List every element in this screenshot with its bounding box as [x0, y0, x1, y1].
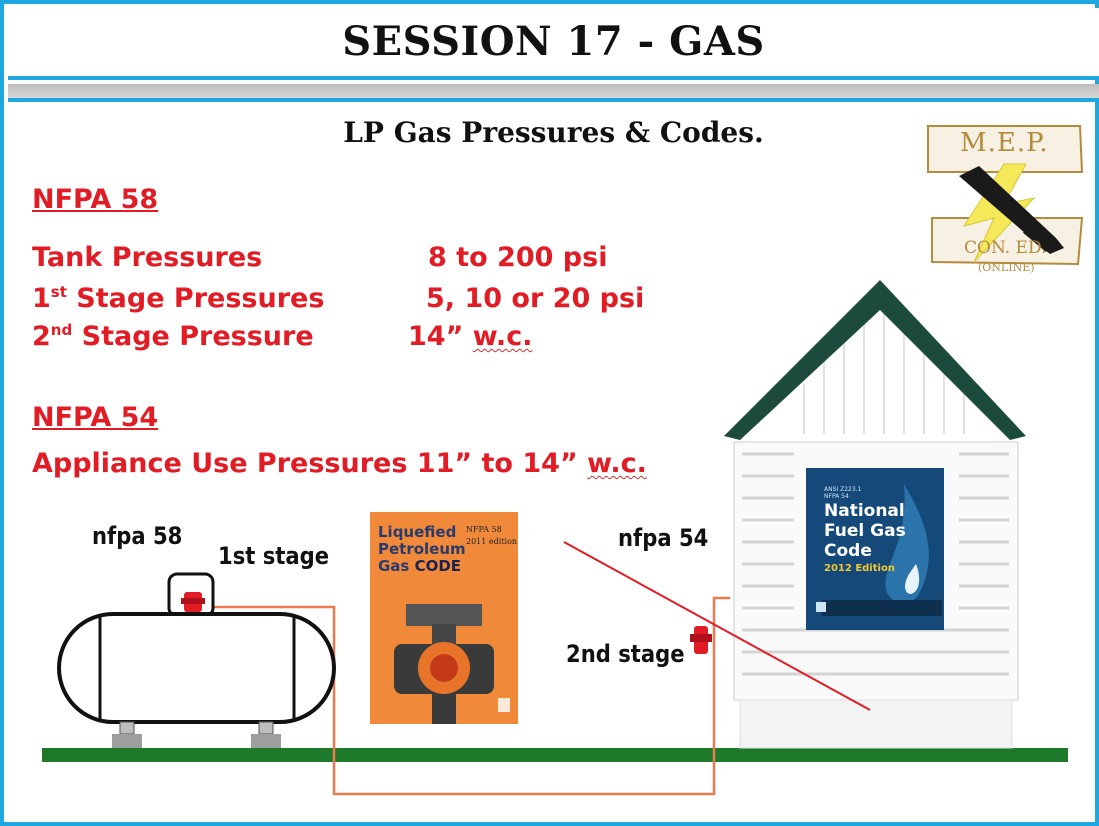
slide-title: SESSION 17 - GAS	[342, 18, 765, 65]
lp-book-graphic	[370, 512, 518, 724]
house-foundation	[739, 699, 1013, 749]
lp-book-title-line2: Petroleum	[378, 540, 466, 558]
lp-publisher-mark	[498, 698, 510, 712]
first-stage-value: 5, 10 or 20 psi	[426, 283, 645, 314]
label-nfpa54: nfpa 54	[618, 524, 709, 552]
second-stage-label: 2nd Stage Pressure	[32, 321, 314, 352]
lp-valve-core	[430, 654, 458, 682]
lp-book-edition-line2: 2011 edition	[466, 537, 518, 546]
lp-book-title-line3-a: Gas	[378, 557, 415, 575]
slide-subtitle: LP Gas Pressures & Codes.	[343, 116, 764, 149]
first-stage-regulator	[181, 592, 205, 612]
logo-bottom-text: CON. ED.	[964, 238, 1047, 258]
first-stage-label-sup: st	[50, 283, 67, 301]
first-stage-regulator-band	[181, 598, 205, 604]
lp-valve-handle	[406, 604, 482, 626]
tank-leg-left	[119, 721, 135, 735]
tank-foot-right	[251, 734, 281, 748]
second-stage-value: 14” w.c.	[408, 321, 532, 352]
label-nfpa58: nfpa 58	[92, 522, 183, 550]
first-stage-label: 1st Stage Pressures	[32, 283, 324, 314]
nfg-book-standard-line1: ANSI Z223.1	[824, 486, 862, 493]
mep-logo	[927, 125, 1084, 266]
wrench-head	[1023, 221, 1055, 253]
second-stage-value-main: 14”	[408, 321, 473, 352]
first-stage-label-rest: Stage Pressures	[66, 283, 325, 314]
appliance-use-pressures: Appliance Use Pressures 11” to 14” w.c.	[32, 448, 647, 479]
nfg-book-edition: 2012 Edition	[824, 563, 895, 574]
lp-book-title-line1: Liquefied	[378, 523, 457, 541]
second-stage-regulator	[690, 626, 712, 654]
second-stage-label-rest: Stage Pressure	[72, 321, 314, 352]
gas-pipe	[204, 596, 730, 796]
nfg-book-title: National Fuel Gas Code	[824, 501, 906, 561]
nfg-book-title-line3: Code	[824, 541, 872, 561]
lp-book-title-line3-b: CODE	[414, 557, 462, 575]
nfg-book-standard-line2: NFPA 54	[824, 493, 849, 500]
ground-line	[42, 748, 1068, 762]
lp-gas-code-book: Liquefied Petroleum Gas CODE NFPA 58 201…	[370, 512, 518, 724]
tank-pressures-value: 8 to 200 psi	[428, 242, 608, 273]
national-fuel-gas-code-book: ANSI Z223.1 NFPA 54 National Fuel Gas Co…	[806, 468, 944, 630]
gas-system-diagram	[42, 125, 1084, 796]
title-bar: SESSION 17 - GAS	[8, 8, 1099, 80]
tank-body	[57, 612, 336, 724]
tank-leg-right	[258, 721, 274, 735]
nfg-flame-inner	[905, 564, 920, 594]
lp-book-edition-line1: NFPA 58	[466, 525, 502, 534]
appliance-use-pressures-unit: w.c.	[587, 448, 647, 479]
lp-book-title: Liquefied Petroleum Gas CODE	[378, 524, 466, 575]
logo-top-ribbon	[927, 125, 1084, 173]
second-stage-label-num: 2	[32, 321, 51, 352]
title-underline-strip	[8, 84, 1099, 102]
lp-book-edition: NFPA 58 2011 edition	[466, 524, 517, 548]
first-stage-label-num: 1	[32, 283, 51, 314]
gable-siding	[803, 300, 965, 434]
nfg-book-title-line2: Fuel Gas	[824, 521, 906, 541]
nfg-book-standard: ANSI Z223.1 NFPA 54	[824, 486, 861, 500]
second-stage-value-unit: w.c.	[472, 321, 533, 352]
label-first-stage: 1st stage	[218, 542, 330, 570]
tank-pressures-label: Tank Pressures	[32, 242, 263, 273]
house-roof	[724, 280, 1026, 440]
second-stage-regulator-band	[690, 634, 712, 642]
lp-book-title-line3: Gas CODE	[378, 558, 466, 575]
nfg-burner	[822, 600, 942, 616]
lp-valve-base	[432, 694, 456, 724]
appliance-use-pressures-text: Appliance Use Pressures 11” to 14”	[32, 448, 588, 479]
nfpa58-heading: NFPA 58	[32, 184, 159, 215]
nfpa54-heading: NFPA 54	[32, 402, 159, 433]
label-second-stage: 2nd stage	[566, 640, 685, 668]
red-diagonal-line	[563, 541, 871, 711]
lightning-bolt-icon	[962, 163, 1036, 263]
nfg-book-graphic	[806, 468, 944, 630]
logo-top-text: M.E.P.	[960, 128, 1049, 158]
tank-foot-left	[112, 734, 142, 748]
logo-sub-text: (ONLINE)	[978, 261, 1035, 274]
nfg-publisher-mark	[816, 602, 826, 612]
second-stage-label-sup: nd	[50, 321, 73, 339]
nfg-book-title-line1: National	[824, 501, 905, 521]
